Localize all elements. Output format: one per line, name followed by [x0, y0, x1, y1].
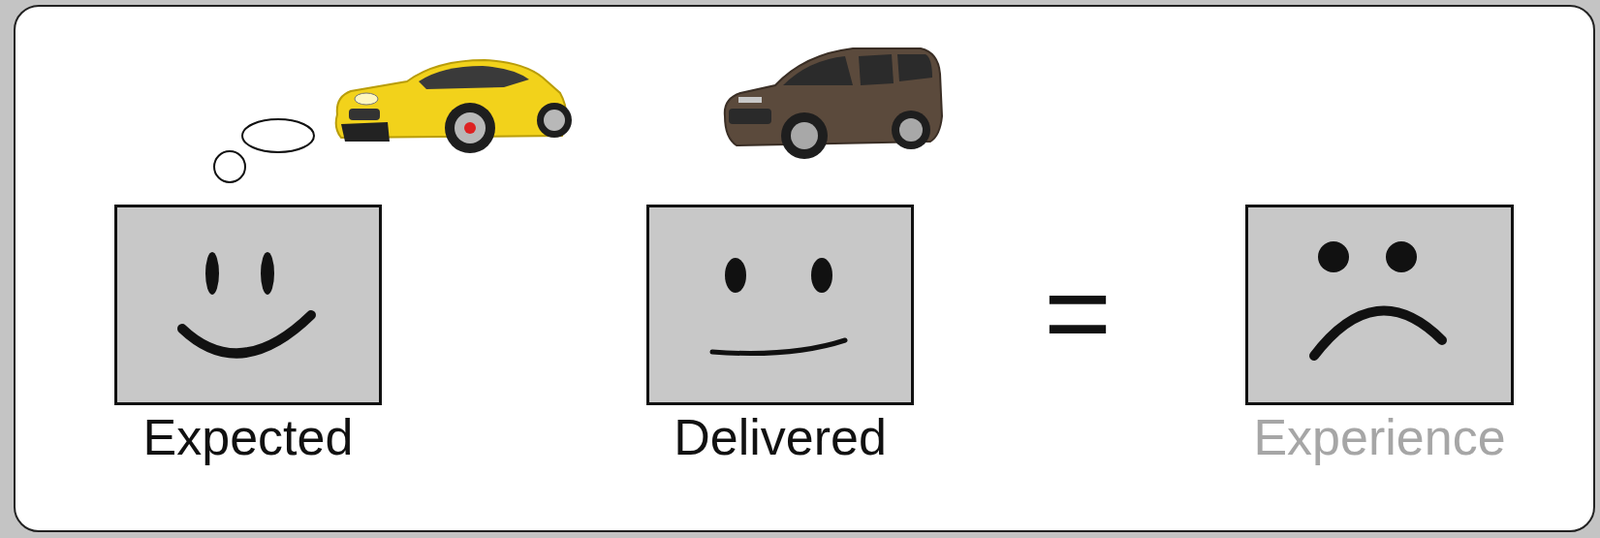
thought-bubble [242, 119, 314, 153]
neutral-face [712, 257, 846, 354]
box-caption: Expected [78, 406, 418, 469]
minivan [724, 48, 942, 159]
happy-face [182, 251, 312, 353]
face-box: Expected [114, 204, 382, 406]
equals-sign: = [1029, 244, 1127, 380]
box-caption: Delivered [610, 406, 950, 469]
thought-bubble [214, 151, 246, 183]
sad-face [1314, 241, 1443, 356]
sports-car [336, 60, 572, 154]
box-caption: Experience [1209, 406, 1550, 469]
face-box: Experience [1245, 204, 1514, 406]
face-box: Delivered [646, 204, 914, 406]
